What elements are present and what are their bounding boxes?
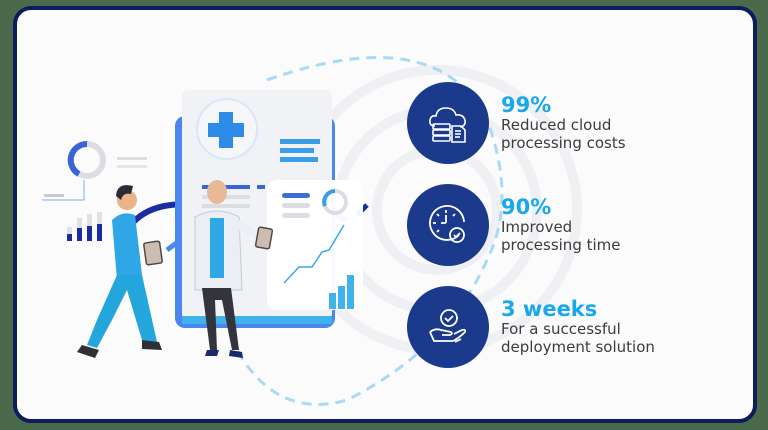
stat-value: 3 weeks bbox=[501, 297, 598, 321]
doctor-figure bbox=[194, 180, 274, 358]
male-nurse-figure bbox=[77, 185, 163, 358]
stat-label: Improved processing time bbox=[501, 218, 621, 254]
hand-check-icon bbox=[429, 309, 467, 343]
analytics-panel bbox=[267, 180, 363, 310]
stat-processing-time: 90% Improved processing time bbox=[407, 184, 621, 266]
stat-value: 99% bbox=[501, 93, 552, 117]
infographic-card: 99% Reduced cloud processing costs 90% I… bbox=[13, 6, 757, 423]
stat-deployment: 3 weeks For a successful deployment solu… bbox=[407, 286, 655, 368]
stat-label: Reduced cloud processing costs bbox=[501, 116, 626, 152]
stat-icon-circle bbox=[407, 184, 489, 266]
stat-icon-circle bbox=[407, 82, 489, 164]
stat-label: For a successful deployment solution bbox=[501, 320, 655, 356]
clock-check-icon bbox=[429, 205, 465, 243]
stat-cloud-costs: 99% Reduced cloud processing costs bbox=[407, 82, 626, 164]
cloud-server-icon bbox=[429, 107, 466, 143]
bar-chart-left bbox=[67, 212, 102, 241]
healthcare-illustration bbox=[42, 90, 369, 358]
donut-chart-left bbox=[42, 140, 147, 201]
stat-value: 90% bbox=[501, 195, 552, 219]
stat-icon-circle bbox=[407, 286, 489, 368]
